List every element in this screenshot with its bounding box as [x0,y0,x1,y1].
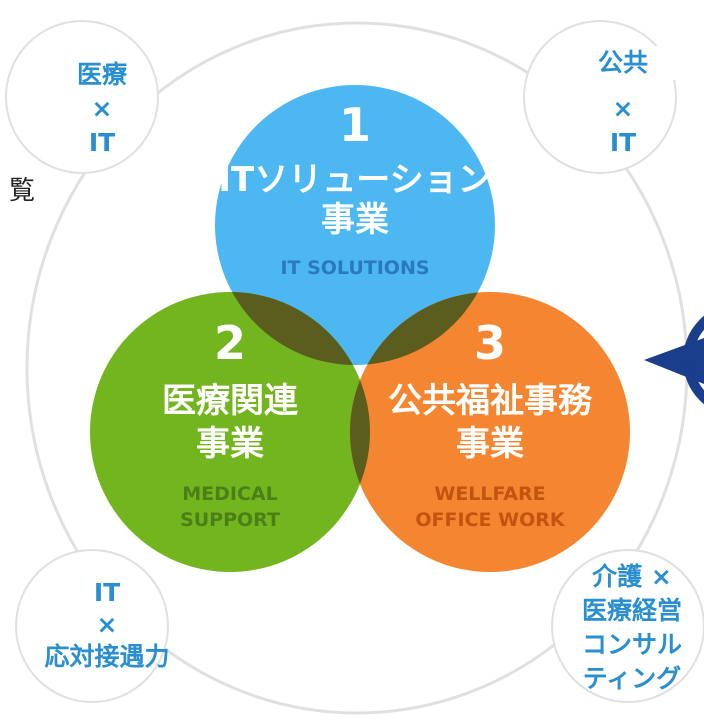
corner-bottom-right-line3: コンサル [581,630,682,659]
circle-1-title-line1: ITソリューション [218,160,492,200]
circle-3-number: 3 [473,316,506,370]
corner-top-right-line1: 公共 [558,46,688,80]
corner-top-left-line3: IT [88,128,116,157]
corner-top-right-line2: × [612,94,634,123]
circle-3-english-line1: WELLFARE [434,483,546,505]
circle-3-title-line2: 事業 [456,424,524,464]
circle-1-number: 1 [338,98,371,152]
circle-2-number: 2 [213,316,246,370]
corner-bottom-right-line4: ティング [582,664,682,693]
circle-it-solutions [215,85,495,365]
circle-1-english: IT SOLUTIONS [280,257,430,279]
circle-2-title-line1: 医療関連 [162,381,298,421]
corner-bottom-right-line1: 介護 × [592,562,672,591]
circle-3-title-line1: 公共福祉事務 [388,381,592,421]
circle-2-title-line2: 事業 [196,424,264,464]
corner-top-right-line3: IT [609,128,637,157]
corner-top-left-line2: × [91,94,113,123]
corner-circle-bottom-right [551,549,704,703]
corner-bottom-left-line2: × [96,610,118,639]
circle-3-english-line2: OFFICE WORK [415,509,565,531]
circle-2-english-line2: SUPPORT [180,509,280,531]
circle-1-title-line2: 事業 [321,200,389,240]
corner-circle-bottom-left [15,549,169,703]
corner-circle-top-left [5,20,159,174]
circle-welfare [350,292,630,572]
circle-2-english-line1: MEDICAL [182,483,278,505]
corner-bottom-right-line2: 医療経営 [581,596,682,625]
corner-bottom-left-line3: 応対接遇力 [44,642,170,671]
circle-medical [90,292,370,572]
corner-top-left-line1: 医療 [76,60,127,89]
corner-bottom-left-line1: IT [93,578,121,607]
stray-character: 覧 [8,176,35,206]
compass-icon [644,315,704,405]
